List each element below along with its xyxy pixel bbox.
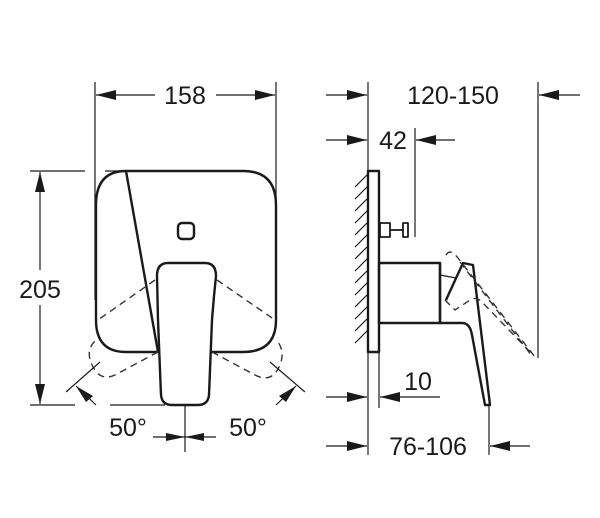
lever-depth-label: 76-106 bbox=[389, 433, 467, 461]
width-dimension: 158 bbox=[94, 82, 277, 300]
diverter-depth-dimension: 42 bbox=[326, 127, 455, 237]
height-dimension: 205 bbox=[19, 170, 122, 406]
side-lever bbox=[377, 251, 536, 407]
angle-left-indicator: 50° bbox=[65, 361, 147, 442]
rotated-lever-left bbox=[88, 279, 159, 378]
diverter-depth-label: 42 bbox=[379, 127, 407, 155]
wall-hatching bbox=[354, 172, 369, 350]
cover-plate bbox=[94, 169, 278, 354]
plate-thickness-label: 10 bbox=[404, 368, 432, 396]
front-view: 158 205 bbox=[19, 82, 306, 452]
lever-depth-dimension: 76-106 bbox=[326, 405, 530, 461]
rotated-lever-right bbox=[211, 279, 283, 379]
height-label: 205 bbox=[19, 276, 61, 304]
total-depth-label: 120-150 bbox=[407, 82, 499, 110]
angle-right-label: 50° bbox=[229, 414, 267, 442]
side-cover-plate bbox=[366, 169, 381, 354]
plate-thickness-dimension: 10 bbox=[326, 352, 440, 455]
angle-left-label: 50° bbox=[109, 414, 147, 442]
side-view: 120-150 42 10 76-106 bbox=[326, 82, 580, 461]
lever-handle bbox=[155, 261, 218, 407]
center-axis bbox=[110, 404, 216, 452]
width-label: 158 bbox=[164, 82, 206, 110]
total-depth-dimension: 120-150 bbox=[326, 82, 580, 358]
side-diverter-knob bbox=[379, 222, 409, 238]
diverter-knob bbox=[176, 221, 196, 241]
angle-right-indicator: 50° bbox=[229, 361, 306, 442]
